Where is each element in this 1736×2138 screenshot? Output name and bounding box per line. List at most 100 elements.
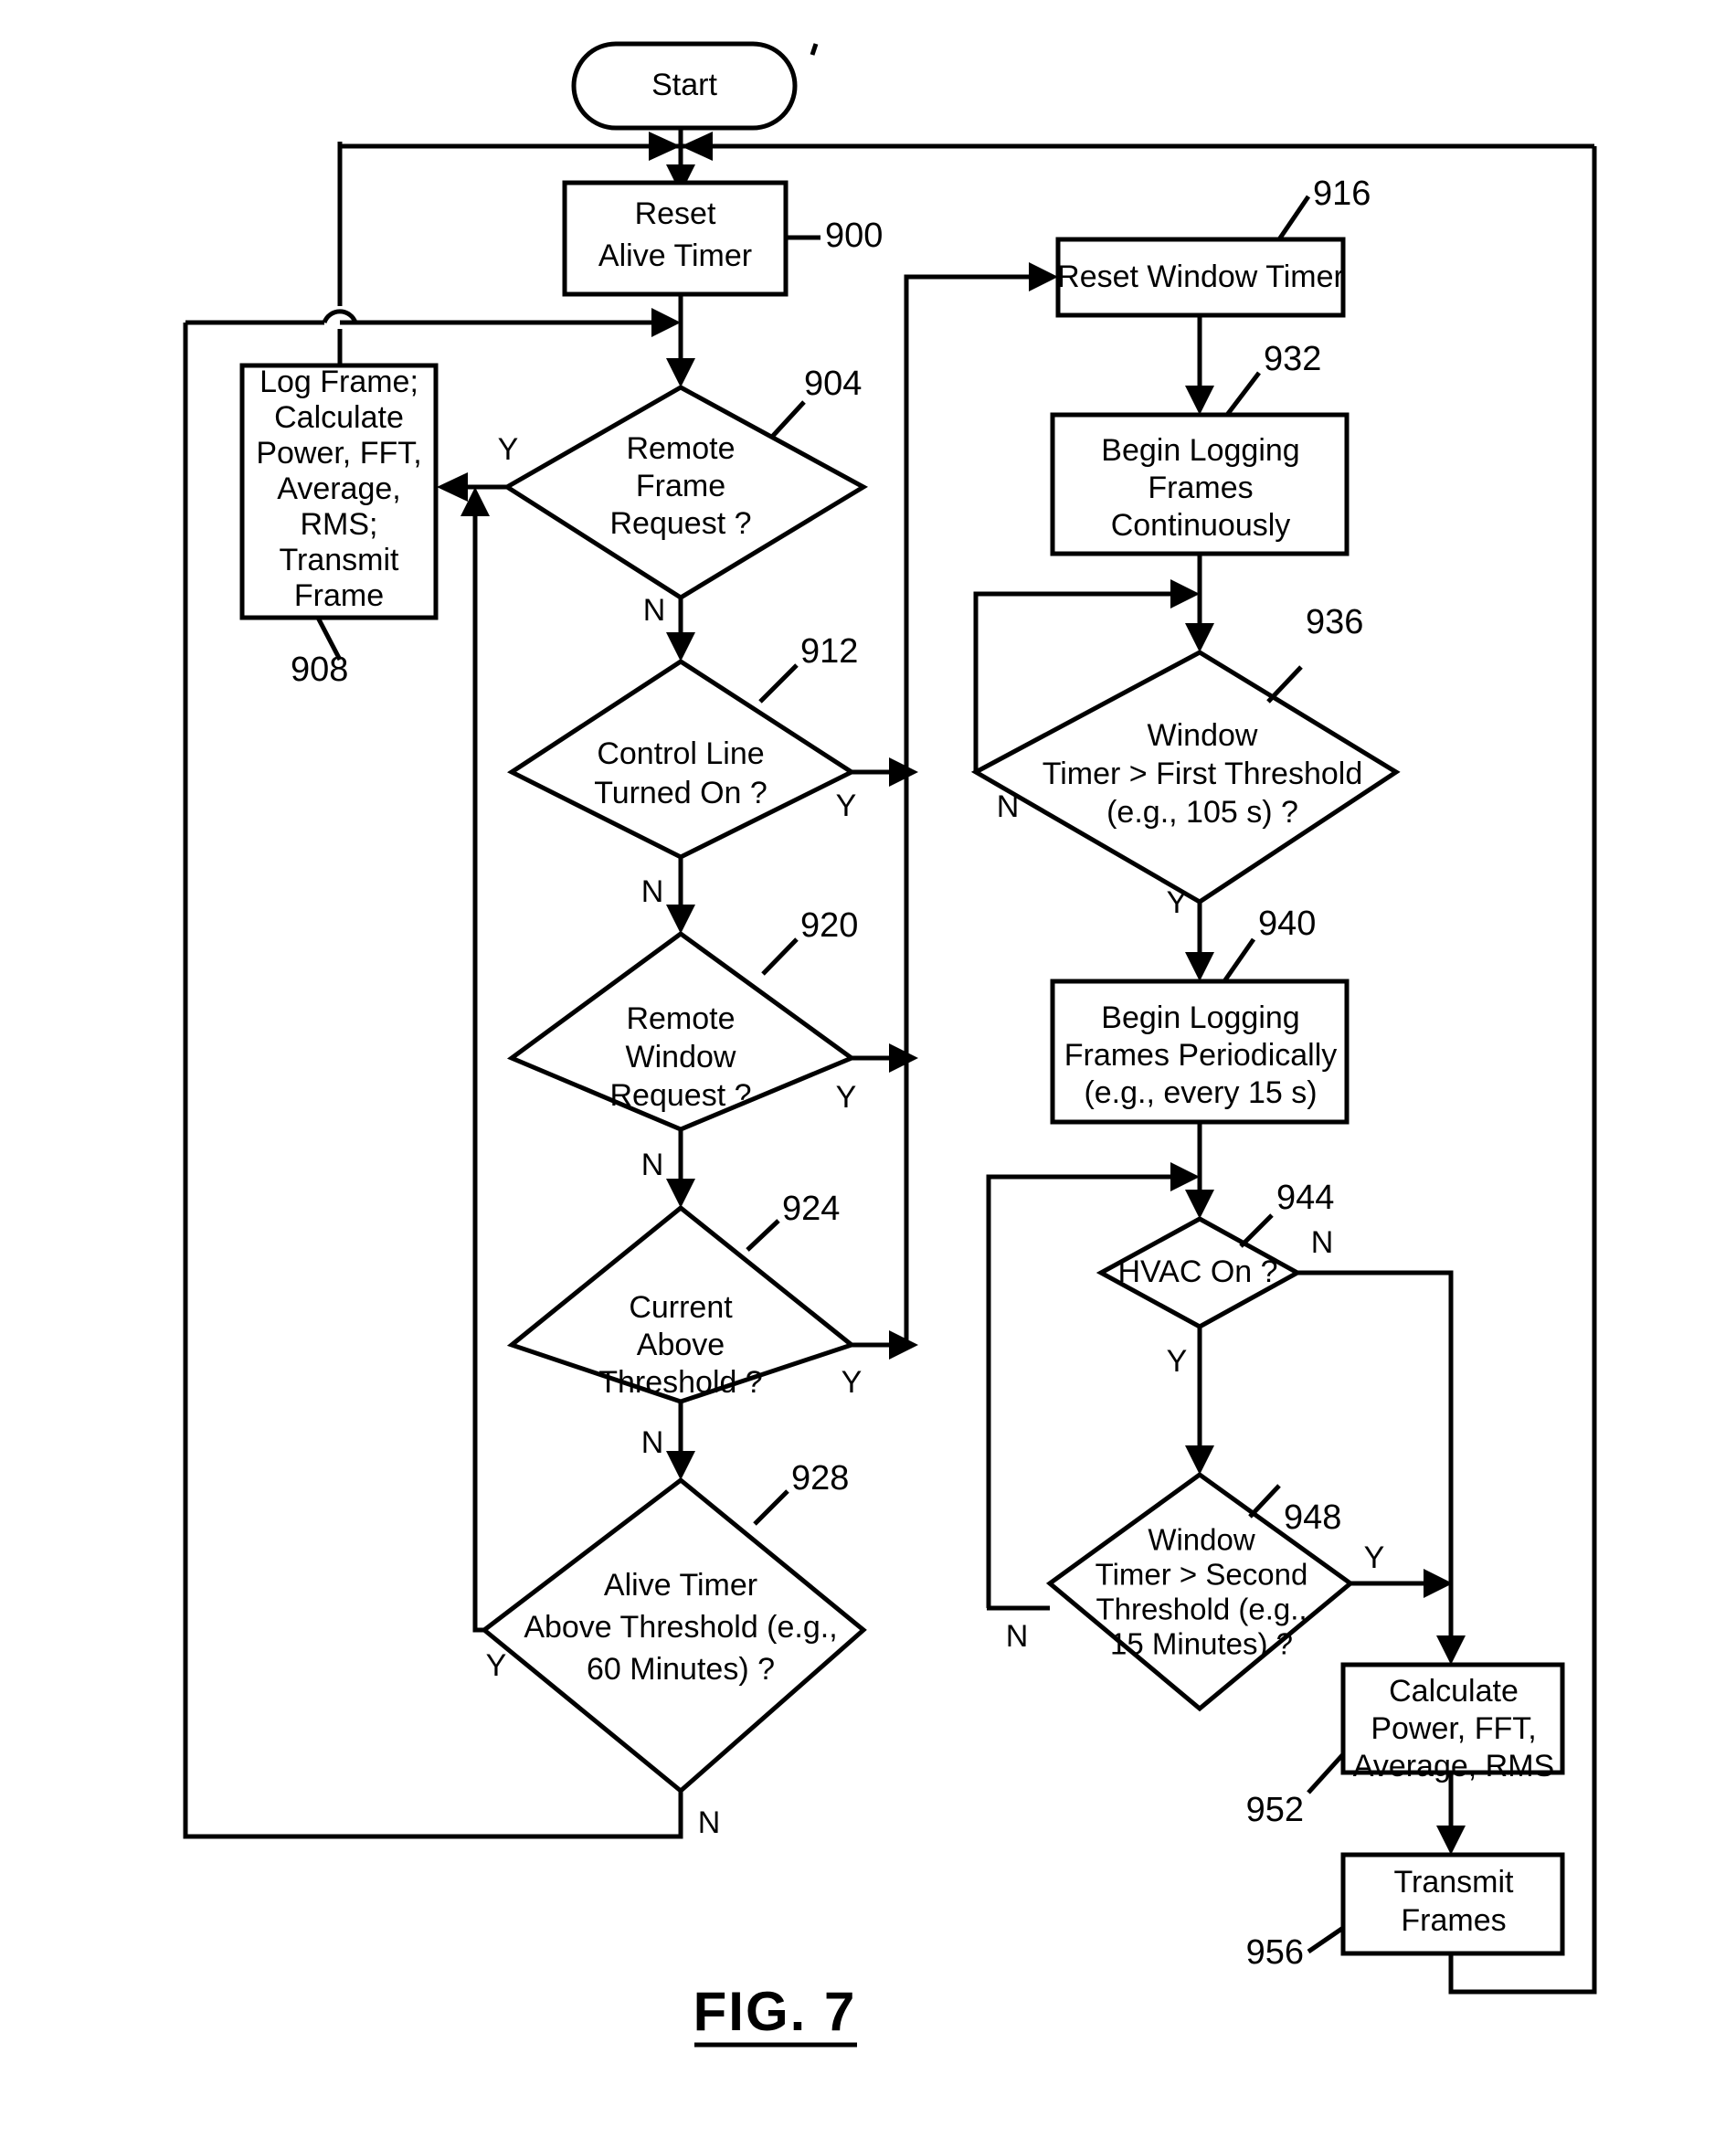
node-912-line-1: Turned On ? bbox=[594, 776, 767, 810]
arrow-916-to-932 bbox=[1185, 386, 1214, 415]
arrow-920-no-to-924 bbox=[666, 1179, 695, 1208]
arrow-920-yes-right bbox=[889, 1043, 918, 1073]
node-948-line-1: Timer > Second bbox=[1096, 1558, 1308, 1592]
leader-908 bbox=[315, 616, 343, 662]
leader-948 bbox=[1248, 1484, 1281, 1519]
leader-912 bbox=[758, 663, 799, 704]
node-956-line-1: Frames bbox=[1401, 1903, 1506, 1938]
leader-940 bbox=[1222, 937, 1256, 983]
leader-936 bbox=[1266, 665, 1303, 704]
node-932-line-0: Begin Logging bbox=[1101, 433, 1299, 468]
node-920-line-1: Window bbox=[626, 1040, 736, 1074]
arrow-944-no-into-952 bbox=[1436, 1635, 1466, 1665]
node-916-shape bbox=[1055, 237, 1346, 318]
label-944-no: N bbox=[1311, 1225, 1334, 1260]
label-912-no: N bbox=[641, 874, 664, 909]
leader-924 bbox=[746, 1219, 780, 1252]
ref-912: 912 bbox=[800, 632, 858, 671]
ref-944: 944 bbox=[1276, 1179, 1334, 1217]
edge-936-no-loop bbox=[973, 591, 1172, 772]
arrow-912-no-to-920 bbox=[666, 905, 695, 934]
node-908-line-3: Average, bbox=[277, 471, 400, 506]
node-904-line-0: Remote bbox=[626, 431, 735, 466]
node-940-shape bbox=[1050, 979, 1350, 1125]
node-956-shape bbox=[1340, 1852, 1565, 1956]
node-908-line-4: RMS; bbox=[301, 507, 378, 542]
ref-932: 932 bbox=[1264, 340, 1321, 378]
node-900-line-1: Alive Timer bbox=[598, 238, 752, 273]
node-928-shape bbox=[480, 1476, 867, 1794]
node-932-line-1: Frames bbox=[1148, 471, 1253, 505]
node-928-line-2: 60 Minutes) ? bbox=[587, 1652, 775, 1687]
edge-956-return bbox=[1448, 146, 1597, 1995]
node-912-line-0: Control Line bbox=[597, 736, 764, 771]
edge-944-no-right bbox=[1297, 1270, 1454, 1654]
arrow-900-to-904 bbox=[666, 358, 695, 387]
node-940-line-0: Begin Logging bbox=[1101, 1000, 1299, 1035]
edge-line-hop-bridge bbox=[322, 309, 358, 324]
node-952-line-0: Calculate bbox=[1389, 1674, 1519, 1709]
node-948-line-2: Threshold (e.g., bbox=[1096, 1593, 1307, 1626]
arrow-948-no-loop bbox=[1170, 1162, 1200, 1191]
label-920-yes: Y bbox=[836, 1080, 857, 1115]
ref-916: 916 bbox=[1313, 175, 1371, 213]
ref-956: 956 bbox=[1246, 1933, 1304, 1972]
arrow-904-yes-to-908 bbox=[437, 472, 468, 502]
leader-956 bbox=[1307, 1925, 1345, 1954]
node-932-shape bbox=[1050, 412, 1350, 556]
node-908-shape bbox=[239, 363, 439, 620]
node-908-line-0: Log Frame; bbox=[259, 365, 418, 399]
arrow-top-left-merge bbox=[649, 132, 681, 161]
node-904-line-2: Request ? bbox=[610, 506, 752, 541]
arrow-924-no-to-928 bbox=[666, 1451, 695, 1480]
node-916-line-0: Reset Window Timer bbox=[1057, 259, 1344, 294]
node-908-line-1: Calculate bbox=[274, 400, 404, 435]
label-904-yes: Y bbox=[498, 432, 519, 467]
ref-904: 904 bbox=[804, 365, 862, 403]
arrow-932-to-936 bbox=[1185, 623, 1214, 652]
node-952-line-2: Average, RMS bbox=[1353, 1749, 1554, 1783]
arrow-928-yes-merge bbox=[460, 487, 490, 516]
node-900-shape bbox=[562, 180, 789, 297]
node-start-label: Start bbox=[651, 68, 717, 102]
arrow-936-yes-to-940 bbox=[1185, 952, 1214, 981]
node-908-line-6: Frame bbox=[294, 578, 384, 613]
arrow-into-900 bbox=[666, 164, 695, 194]
label-928-yes: Y bbox=[486, 1648, 507, 1683]
arrow-944-yes-to-948 bbox=[1185, 1445, 1214, 1475]
node-952-shape bbox=[1340, 1662, 1565, 1775]
node-952-line-1: Power, FFT, bbox=[1371, 1711, 1536, 1746]
node-936-line-0: Window bbox=[1148, 718, 1258, 753]
leader-952 bbox=[1307, 1752, 1345, 1794]
arrow-952-to-956 bbox=[1436, 1826, 1466, 1855]
ref-924: 924 bbox=[782, 1190, 840, 1228]
node-908-line-2: Power, FFT, bbox=[256, 436, 421, 471]
figure-label: FIG. 7 bbox=[693, 1981, 857, 2042]
edge-948-no-loop bbox=[986, 1174, 1172, 1608]
arrow-924-yes-right bbox=[889, 1330, 918, 1360]
label-948-yes: Y bbox=[1364, 1540, 1385, 1575]
node-948-line-3: 15 Minutes) ? bbox=[1110, 1627, 1293, 1661]
node-924-line-1: Above bbox=[637, 1328, 725, 1362]
label-936-yes: Y bbox=[1167, 885, 1188, 920]
node-928-line-0: Alive Timer bbox=[604, 1568, 757, 1603]
node-start-shape bbox=[571, 41, 798, 131]
ref-936: 936 bbox=[1306, 603, 1363, 641]
label-924-yes: Y bbox=[842, 1365, 863, 1400]
leader-932 bbox=[1225, 371, 1261, 417]
ref-948: 948 bbox=[1284, 1498, 1341, 1537]
leader-928 bbox=[753, 1489, 789, 1526]
node-924-line-2: Threshold ? bbox=[598, 1365, 763, 1400]
arrow-into-916 bbox=[1029, 262, 1058, 291]
node-904-line-1: Frame bbox=[636, 469, 725, 503]
node-948-line-0: Window bbox=[1148, 1523, 1255, 1557]
node-920-line-0: Remote bbox=[626, 1001, 735, 1036]
ref-928: 928 bbox=[791, 1459, 849, 1498]
edge-928-no-return bbox=[183, 323, 683, 1839]
node-924-line-0: Current bbox=[629, 1290, 733, 1325]
node-920-line-2: Request ? bbox=[610, 1078, 752, 1113]
arrow-left-merge-into-904 bbox=[651, 308, 681, 337]
leader-904 bbox=[770, 400, 806, 439]
edge-928-yes-return bbox=[472, 512, 484, 1633]
node-912-shape bbox=[506, 659, 857, 860]
